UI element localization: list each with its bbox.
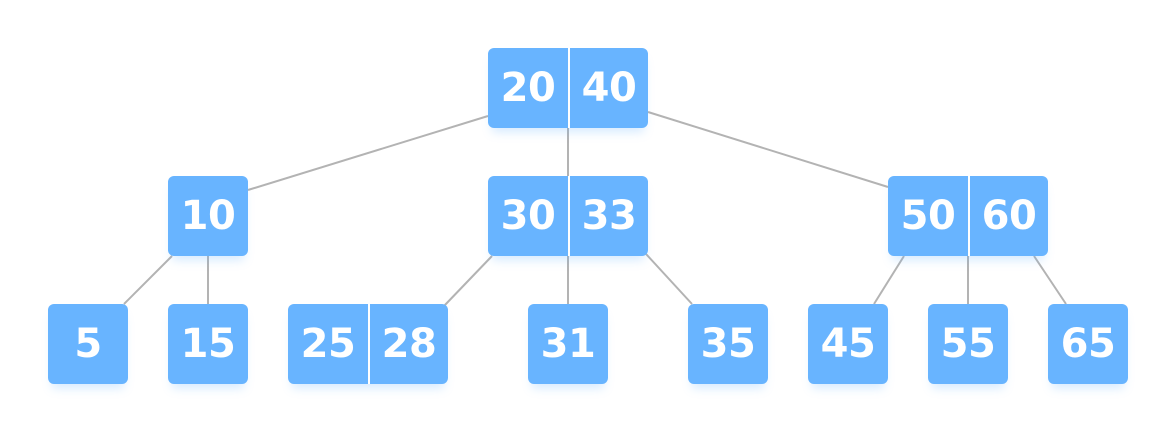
node-key: 40 — [568, 48, 648, 128]
edge-10-to-5 — [123, 255, 173, 305]
node-key: 20 — [500, 65, 556, 111]
tree-node-10: 10 — [168, 176, 248, 256]
node-key: 45 — [820, 321, 876, 367]
edge-20-40-to-50-60 — [647, 111, 889, 188]
edge-20-40-to-10 — [247, 115, 489, 191]
tree-node-55: 55 — [928, 304, 1008, 384]
tree-node-5: 5 — [48, 304, 128, 384]
edge-30-33-to-25-28 — [443, 255, 493, 307]
node-key: 15 — [180, 321, 236, 367]
node-key: 33 — [568, 176, 648, 256]
edge-30-33-to-35 — [645, 253, 693, 305]
tree-node-45: 45 — [808, 304, 888, 384]
tree-node-15: 15 — [168, 304, 248, 384]
node-key: 35 — [700, 321, 756, 367]
node-key: 60 — [968, 176, 1048, 256]
node-key: 31 — [540, 321, 596, 367]
node-key: 30 — [500, 193, 556, 239]
edge-50-60-to-45 — [873, 255, 905, 305]
tree-node-35: 35 — [688, 304, 768, 384]
node-key: 28 — [368, 304, 448, 384]
tree-node-31: 31 — [528, 304, 608, 384]
tree-node-50-60: 50 60 — [888, 176, 1048, 256]
edge-50-60-to-65 — [1033, 255, 1067, 305]
node-key: 55 — [940, 321, 996, 367]
node-key: 25 — [300, 321, 356, 367]
tree-node-30-33: 30 33 — [488, 176, 648, 256]
node-key: 10 — [180, 193, 236, 239]
tree-node-25-28: 25 28 — [288, 304, 448, 384]
node-key: 50 — [900, 193, 956, 239]
node-key: 65 — [1060, 321, 1116, 367]
node-key: 5 — [74, 321, 102, 367]
tree-node-65: 65 — [1048, 304, 1128, 384]
